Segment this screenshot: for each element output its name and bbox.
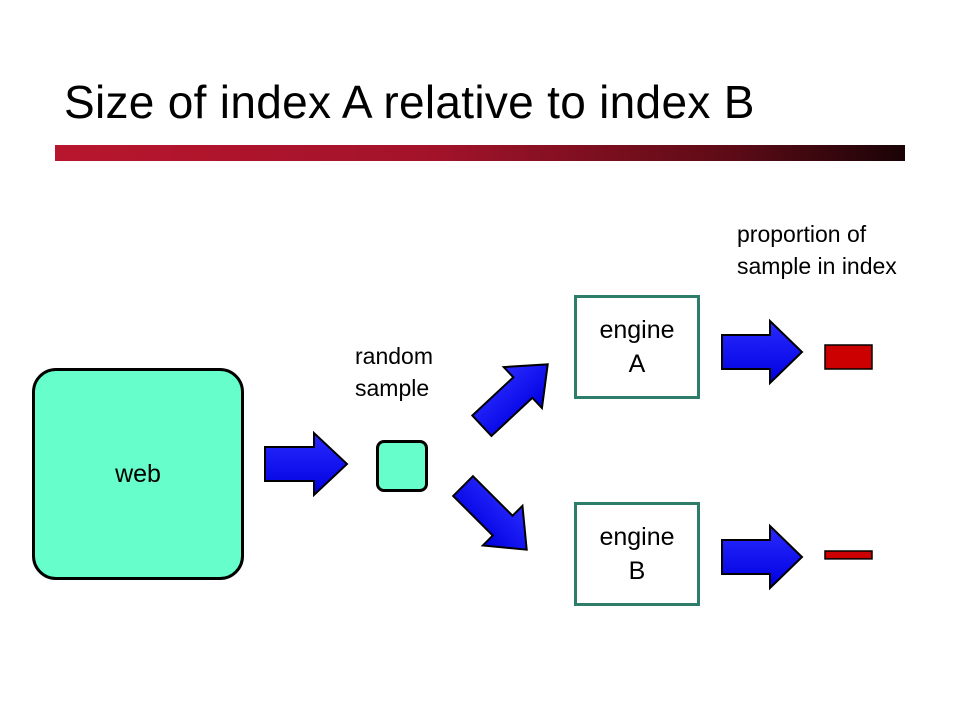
arrow-engine-b-to-proportion [721, 523, 804, 591]
random-sample-label-line-2: sample [355, 375, 430, 401]
proportion-bar-engine-a [824, 344, 873, 370]
proportion-label: proportion of sample in index [737, 218, 959, 282]
engine-b-box: engine B [574, 502, 700, 606]
engine-a-box: engine A [574, 295, 700, 399]
random-sample-label: random sample [355, 340, 465, 404]
proportion-label-line-1: proportion of [737, 221, 867, 247]
proportion-label-line-2: sample in index [737, 253, 897, 279]
arrow-sample-to-engine-b [451, 474, 528, 551]
random-sample-box [376, 440, 428, 492]
arrow-engine-a-to-proportion [721, 318, 804, 386]
arrow-sample-to-engine-a [470, 363, 549, 438]
engine-b-label-line-1: engine [599, 523, 675, 551]
title-underline-bar [55, 145, 905, 161]
arrow-web-to-sample [264, 430, 349, 498]
slide-title: Size of index A relative to index B [64, 76, 755, 128]
web-box: web [32, 368, 244, 580]
web-label: web [115, 459, 161, 488]
engine-a-label-line-2: A [628, 350, 646, 378]
engine-b-label-line-2: B [628, 557, 646, 585]
proportion-bar-engine-b [824, 550, 873, 560]
engine-a-label-line-1: engine [599, 316, 675, 344]
random-sample-label-line-1: random [355, 343, 433, 369]
